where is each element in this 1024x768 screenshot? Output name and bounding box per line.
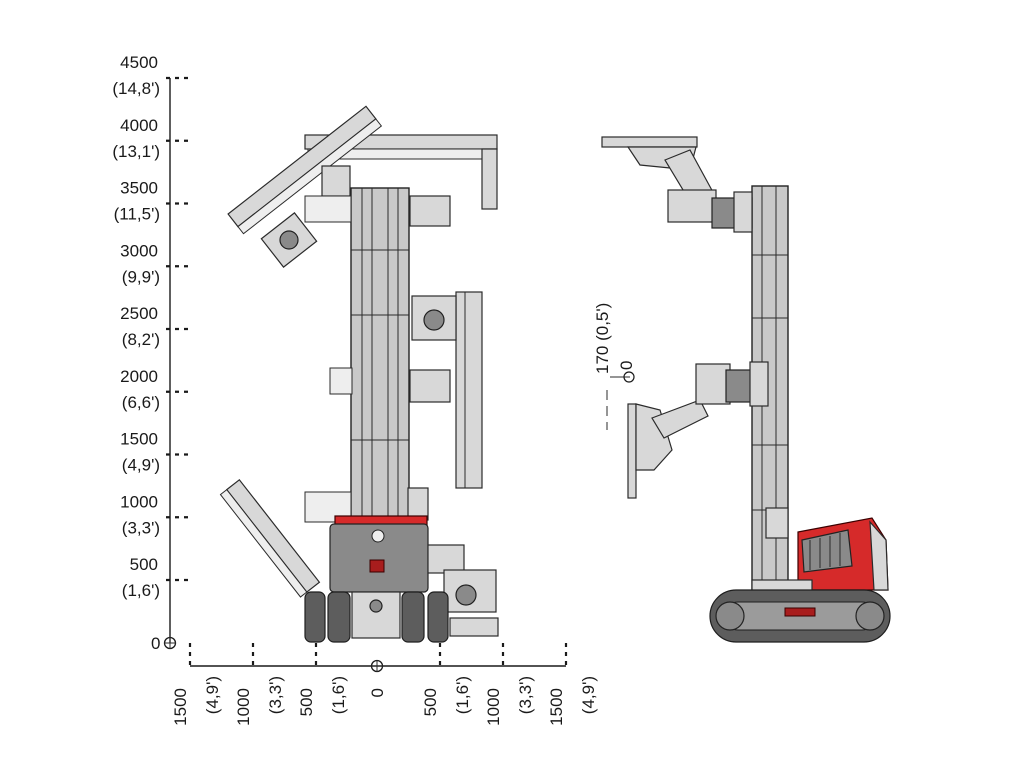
tilted-top-arm xyxy=(227,105,383,235)
offset-label: 170 (0,5') xyxy=(593,303,612,374)
side-mid-plate xyxy=(627,403,637,499)
front-mast xyxy=(350,187,410,521)
top-arm-motor xyxy=(409,195,451,227)
vertical-tick-ft-label: (4,9') xyxy=(122,456,160,475)
front-body-light xyxy=(369,559,385,573)
horizontal-tick-ft-label: (3,3') xyxy=(266,676,285,714)
middle-clamp xyxy=(409,369,451,403)
base-right-rail xyxy=(449,617,499,637)
side-track-wheel-front xyxy=(855,601,885,631)
side-mid-arm-link xyxy=(651,399,709,439)
front-track-left-inner xyxy=(327,591,351,643)
tilted-lower-rail xyxy=(219,488,308,598)
side-mid-carriage xyxy=(749,361,769,407)
tilted-lower-arm xyxy=(219,478,321,598)
side-track-wheel-rear xyxy=(715,601,745,631)
lower-right-bracket xyxy=(407,487,429,521)
vertical-tick-mm-label: 2500 xyxy=(120,304,158,323)
middle-vertical-arm xyxy=(455,291,483,489)
base-right-clamp-hub xyxy=(455,584,477,606)
middle-left-clamp xyxy=(329,367,353,395)
vertical-tick-mm-label: 4500 xyxy=(120,53,158,72)
horizontal-tick-mm-label: 500 xyxy=(421,688,440,716)
horizontal-tick-mm-label: 1000 xyxy=(484,688,503,726)
horizontal-tick-mm-label: 500 xyxy=(297,688,316,716)
side-top-motor xyxy=(667,189,717,223)
offset-zero-label: 0 xyxy=(617,361,636,370)
horizontal-tick-mm-label: 1500 xyxy=(171,688,190,726)
front-undercarriage-pivot xyxy=(369,599,383,613)
side-top-carriage xyxy=(733,191,753,233)
tilted-top-rail xyxy=(237,118,383,235)
horizontal-tick-mm-label: 1500 xyxy=(547,688,566,726)
front-track-right-outer xyxy=(427,591,449,643)
vertical-ticks: 4500 (14,8') 4000 (13,1') 3500 (11,5') 3000 (9,… xyxy=(112,53,190,600)
horizontal-tick-ft-label: (1,6') xyxy=(453,676,472,714)
vertical-tick-mm-label: 1000 xyxy=(120,492,158,511)
vertical-tick-mm-label: 4000 xyxy=(120,116,158,135)
vertical-tick-mm-label: 500 xyxy=(130,555,158,574)
vertical-tick-ft-label: (9,9') xyxy=(122,267,160,286)
horizontal-tick-ft-label: (1,6') xyxy=(329,676,348,714)
middle-arm-motor-hub xyxy=(423,309,445,331)
upper-clamp xyxy=(321,165,351,197)
vertical-tick-ft-label: (3,3') xyxy=(122,518,160,537)
vertical-tick-mm-label: 2000 xyxy=(120,367,158,386)
side-mid-motor xyxy=(695,363,731,405)
vertical-tick-ft-label: (13,1') xyxy=(112,142,160,161)
vertical-height-scale: 4500 (14,8') 4000 (13,1') 3500 (11,5') 3000 (9,… xyxy=(112,53,190,653)
vertical-tick-mm-label: 3000 xyxy=(120,241,158,260)
tilted-top-motor-assembly xyxy=(260,165,352,268)
vertical-origin-label: 0 xyxy=(151,634,160,653)
front-body-cap xyxy=(371,529,385,543)
side-track-marking xyxy=(784,607,816,617)
side-lower-hook xyxy=(765,507,789,539)
tilted-top-motor-hub xyxy=(279,230,299,250)
horizontal-center-marker: 0 xyxy=(368,659,387,697)
vertical-tick-mm-label: 1500 xyxy=(120,430,158,449)
horizontal-tick-mm-label: 1000 xyxy=(234,688,253,726)
base-right-motor xyxy=(427,544,465,574)
front-view-machine xyxy=(219,105,499,643)
side-body-panel xyxy=(869,520,889,591)
front-track-right-inner xyxy=(401,591,425,643)
front-undercarriage xyxy=(351,591,401,639)
horizontal-tick-ft-label: (4,9') xyxy=(203,676,222,714)
vertical-tick-ft-label: (11,5') xyxy=(114,205,160,224)
horizontal-center-label: 0 xyxy=(368,688,387,697)
vertical-origin: 0 xyxy=(151,634,177,653)
horizontal-tick-ft-label: (3,3') xyxy=(516,676,535,714)
vertical-tick-ft-label: (6,6') xyxy=(122,393,160,412)
vertical-tick-ft-label: (14,8') xyxy=(112,79,160,98)
vertical-tick-ft-label: (1,6') xyxy=(122,581,160,600)
vertical-tick-mm-label: 3500 xyxy=(120,179,158,198)
horizontal-labels: 1500 (4,9') 1000 (3,3') 500 (1,6') 500 (1,6') 10… xyxy=(171,676,598,726)
side-top-plate xyxy=(601,136,698,148)
horizontal-tick-ft-label: (4,9') xyxy=(579,676,598,714)
horizontal-width-scale: 0 1500 (4,9') 1000 (3,3') 500 (1,6') 500 (1,6')… xyxy=(171,643,598,726)
side-view-machine: 170 (0,5') 0 xyxy=(593,136,891,643)
upper-bracket xyxy=(304,195,352,223)
offset-origin-circle xyxy=(623,371,635,383)
vertical-tick-ft-label: (8,2') xyxy=(122,330,160,349)
top-arm-end-bracket xyxy=(481,148,498,210)
front-track-left-outer xyxy=(304,591,326,643)
